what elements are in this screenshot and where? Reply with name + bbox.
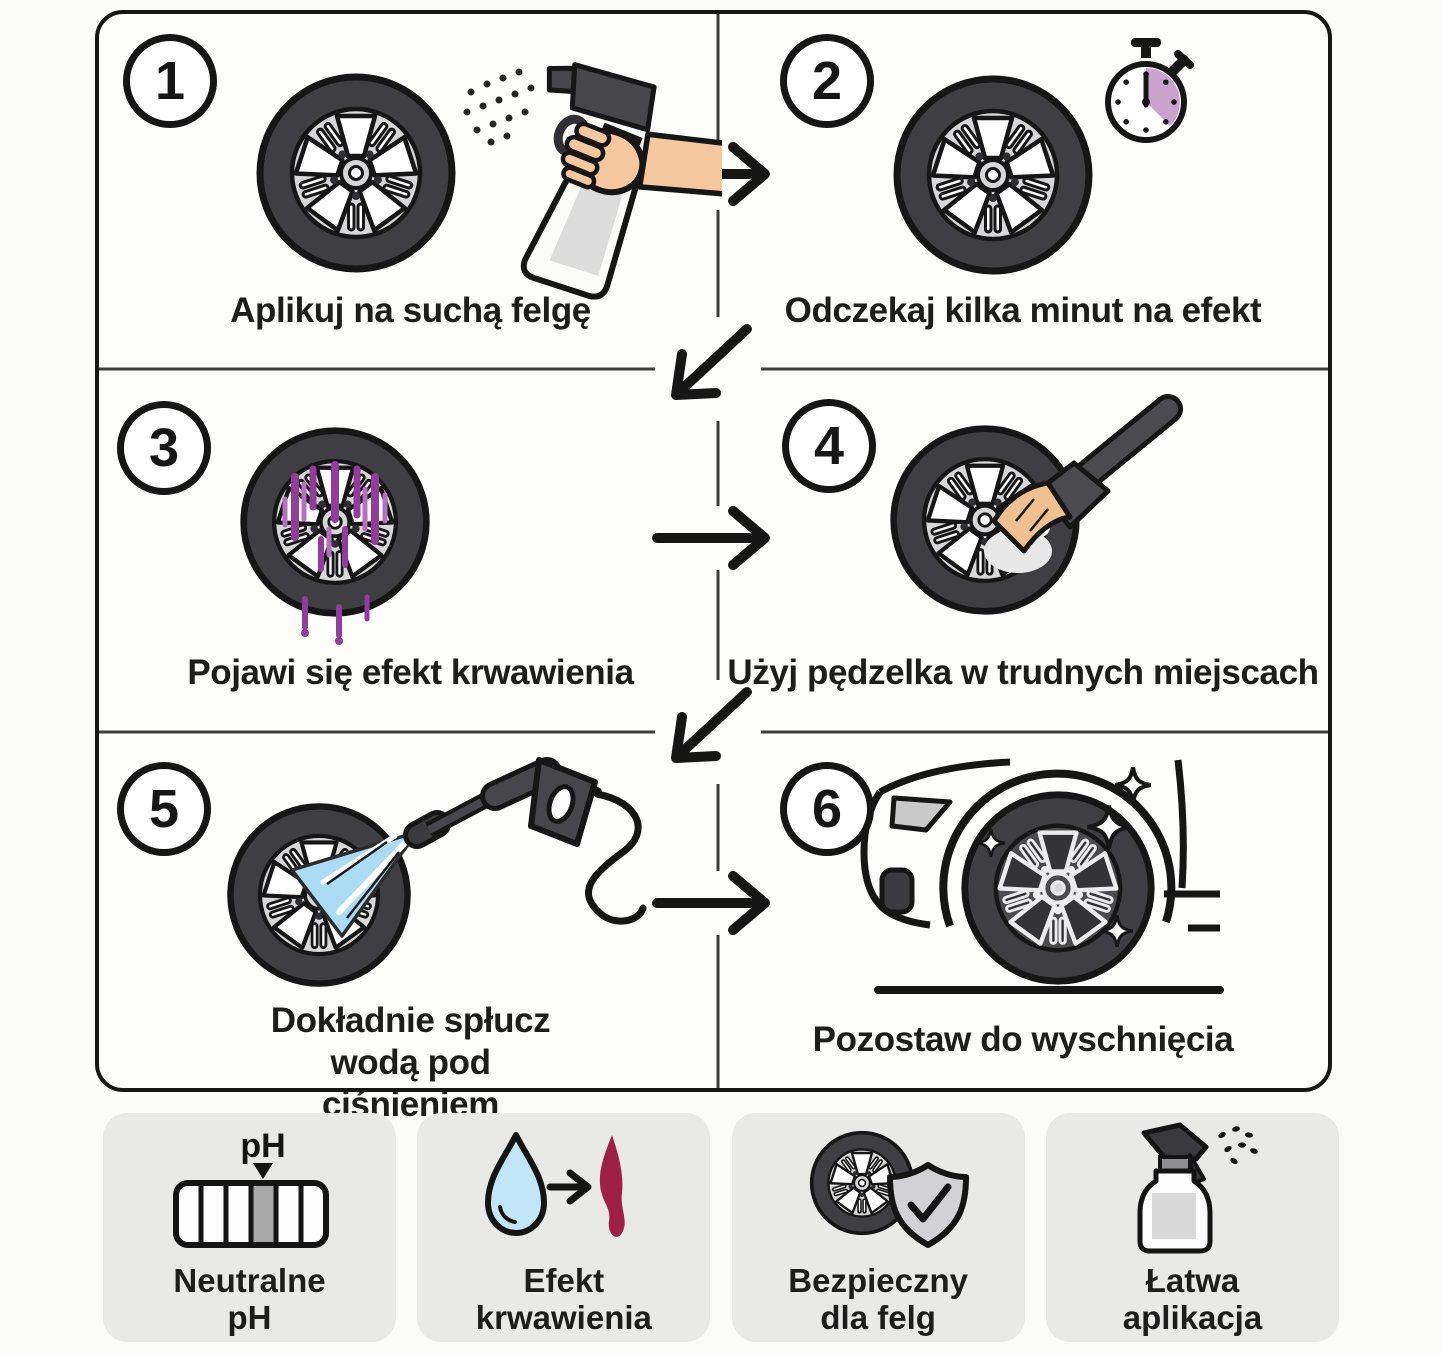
ph-scale-icon: pH <box>172 1127 329 1248</box>
wheel-spray-bottle-illustration <box>99 62 722 300</box>
badge-label: Efekt krwawienia <box>475 1262 652 1336</box>
hand <box>560 121 722 198</box>
step-number: 5 <box>148 779 180 839</box>
step-1-cell: 1 Aplikuj na suchą felgę <box>99 14 722 369</box>
step-caption: Odczekaj kilka minut na efekt <box>784 291 1262 330</box>
step-5-cell: 5 Dokładnie spłucz wodą pod ciśnieniem <box>99 732 722 1124</box>
step-caption: Aplikuj na suchą felgę <box>230 291 591 330</box>
wheel-bleeding-effect-illustration <box>99 369 722 645</box>
fender-arch <box>939 769 1176 928</box>
steps-panel: 1 Aplikuj na suchą felgę <box>95 10 1332 1124</box>
step-caption: Pozostaw do wyschnięcia <box>812 1020 1234 1059</box>
step-number-badge: 3 <box>117 401 211 495</box>
water-jet <box>290 830 419 938</box>
purple-bleed-drips <box>282 461 388 645</box>
wheel-shield-check-icon <box>809 1130 970 1248</box>
badge-label: Bezpieczny dla felg <box>788 1262 969 1336</box>
step-number-badge: 5 <box>117 762 211 856</box>
step-3-cell: 3 Pojawi się efekt krwawienia <box>99 369 722 732</box>
step-caption: Dokładnie spłucz wodą pod ciśnieniem <box>270 1001 551 1124</box>
feature-badge-neutral-ph: pH Neutralne pH <box>103 1113 396 1342</box>
check-icon <box>907 1183 952 1223</box>
spray-mist-dots <box>1218 1126 1259 1165</box>
feature-badges-row: pH Neutralne pH Efekt krwawienia <box>103 1113 1339 1342</box>
badge-label: Neutralne pH <box>173 1262 326 1336</box>
stopwatch-icon <box>1105 38 1194 143</box>
ph-pointer <box>252 1163 273 1179</box>
spray-bottle <box>520 62 722 300</box>
wheel-stopwatch-illustration <box>718 38 1194 369</box>
arrow-right-icon <box>546 1169 592 1205</box>
step-6-cell: 6 Pozostaw do wyschnięcia <box>718 732 1328 1088</box>
step-number: 2 <box>811 51 843 111</box>
step-caption: Użyj pędzelka w trudnych miejscach <box>727 653 1319 692</box>
hose <box>585 790 647 925</box>
badge-label: Łatwa aplikacja <box>1122 1262 1263 1336</box>
shield <box>887 1162 970 1248</box>
feature-badge-bleeding-effect: Efekt krwawienia <box>417 1113 711 1342</box>
step-number-badge: 2 <box>780 34 874 128</box>
step-number: 3 <box>148 418 180 478</box>
step-4-cell: 4 Użyj pędzelka w trudnych miejscach <box>718 369 1328 732</box>
ph-label: pH <box>240 1127 285 1165</box>
pressure-washer-gun <box>403 757 647 925</box>
step-number: 6 <box>811 779 843 839</box>
step-number: 4 <box>813 416 845 476</box>
headlight <box>889 795 953 833</box>
feature-badge-safe-for-rims: Bezpieczny dla felg <box>731 1113 1025 1342</box>
feature-badge-easy-application: Łatwa aplikacja <box>1045 1113 1339 1342</box>
step-caption: Pojawi się efekt krwawienia <box>187 653 634 692</box>
blood-drip <box>599 1135 625 1237</box>
spray-bottle-icon <box>1137 1122 1259 1254</box>
water-drop <box>484 1132 547 1236</box>
step-2-cell: 2 Odczekaj kilka minut na efekt <box>718 14 1328 369</box>
wheel-pressure-washer-illustration <box>99 757 647 1088</box>
step-number-badge: 4 <box>782 399 876 493</box>
step-number: 1 <box>154 51 186 111</box>
wheel-brush-illustration <box>718 394 1183 732</box>
spray-mist-dots <box>463 68 535 146</box>
brush-icon <box>991 394 1183 554</box>
bumper-intake <box>879 867 915 915</box>
step-number-badge: 1 <box>123 34 217 128</box>
water-to-blood-drop-icon <box>484 1132 625 1237</box>
step-number-badge: 6 <box>780 762 874 856</box>
